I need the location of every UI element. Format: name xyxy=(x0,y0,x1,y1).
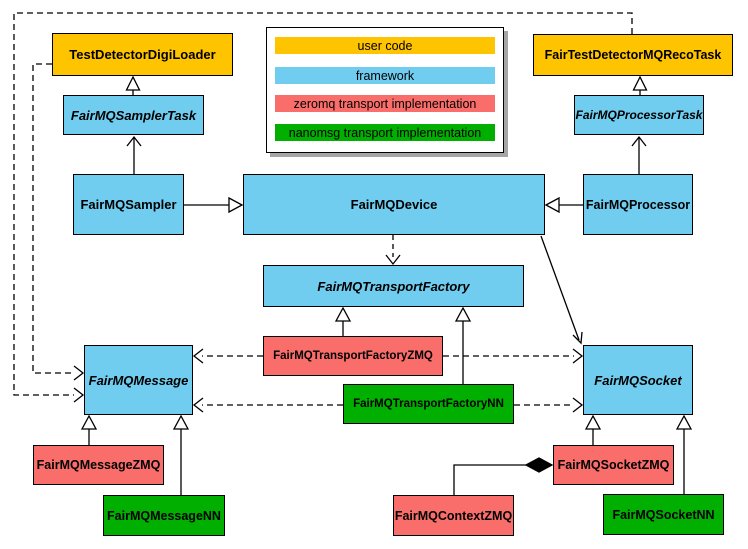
node-testdetectordigiloader: TestDetectorDigiLoader xyxy=(52,33,233,76)
dashed-arrowhead-into-message-upper xyxy=(73,365,85,381)
open-arrowhead-samplertask xyxy=(126,135,142,147)
legend-label-framework: framework xyxy=(355,68,415,83)
hollow-triangle-message-left xyxy=(80,414,98,430)
legend-item-user-code: user code xyxy=(275,37,495,54)
node-fairtestdetectormqrecotask: FairTestDetectorMQRecoTask xyxy=(533,34,733,76)
node-fairmqsocketnn: FairMQSocketNN xyxy=(603,494,724,535)
hollow-triangle-message-right xyxy=(172,414,190,430)
legend: user code framework zeromq transport imp… xyxy=(266,27,504,153)
node-fairmqsocketzmq: FairMQSocketZMQ xyxy=(553,445,674,485)
hollow-triangle-device-left xyxy=(228,196,244,214)
edge-device-socket xyxy=(540,235,580,341)
legend-label-nanomsg: nanomsg transport implementation xyxy=(288,125,482,140)
node-fairmqsampler: FairMQSampler xyxy=(73,174,184,235)
legend-item-zeromq: zeromq transport implementation xyxy=(275,95,495,112)
open-arrowhead-socket-corner xyxy=(572,331,583,345)
node-fairmqmessage: FairMQMessage xyxy=(84,345,193,415)
node-fairmqtransportfactorynn: FairMQTransportFactoryNN xyxy=(343,384,514,424)
open-arrowhead-processortask xyxy=(631,135,647,147)
hollow-triangle-factory-right xyxy=(454,306,472,322)
hollow-triangle-factory-left xyxy=(334,306,352,322)
hollow-triangle-socket-left xyxy=(584,414,602,430)
filled-diamond-socketzmq xyxy=(524,457,554,473)
node-fairmqmessagezmq: FairMQMessageZMQ xyxy=(33,445,164,485)
node-fairmqsamplertask: FairMQSamplerTask xyxy=(63,95,204,135)
node-fairmqprocessortask: FairMQProcessorTask xyxy=(574,95,704,135)
node-fairmqmessagenn: FairMQMessageNN xyxy=(103,495,225,536)
dashed-edge-recotask-to-message xyxy=(13,12,633,396)
hollow-triangle-recotask xyxy=(632,75,648,91)
legend-label-zeromq: zeromq transport implementation xyxy=(293,96,477,111)
edge-contextzmq-socketzmq xyxy=(453,464,526,495)
node-fairmqsocket: FairMQSocket xyxy=(583,345,693,415)
open-arrowhead-message-right-lower xyxy=(192,397,204,413)
node-fairmqcontextzmq: FairMQContextZMQ xyxy=(393,495,514,536)
open-arrowhead-factory-top xyxy=(385,254,401,266)
dashed-arrowhead-into-message-lower xyxy=(73,387,85,403)
hollow-triangle-socket-right xyxy=(675,414,693,430)
legend-item-nanomsg: nanomsg transport implementation xyxy=(275,124,495,141)
dashed-edge-digiloader-to-message xyxy=(32,63,74,374)
legend-item-framework: framework xyxy=(275,67,495,84)
node-fairmqtransportfactoryzmq: FairMQTransportFactoryZMQ xyxy=(263,336,443,376)
open-arrowhead-socket-left-upper xyxy=(572,348,584,364)
hollow-triangle-device-right xyxy=(544,196,560,214)
hollow-triangle-digiloader xyxy=(125,75,141,91)
node-fairmqdevice: FairMQDevice xyxy=(243,174,545,235)
open-arrowhead-message-right-upper xyxy=(192,348,204,364)
legend-label-user-code: user code xyxy=(357,38,413,53)
open-arrowhead-socket-left-lower xyxy=(572,397,584,413)
node-fairmqtransportfactory: FairMQTransportFactory xyxy=(263,265,524,307)
node-fairmqprocessor: FairMQProcessor xyxy=(583,174,693,235)
